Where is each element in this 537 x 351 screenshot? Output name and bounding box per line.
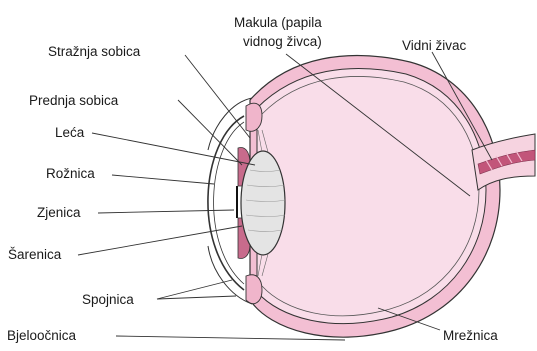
label-vidni-zivac: Vidni živac (402, 38, 467, 53)
label-roznica: Rožnica (46, 166, 95, 181)
lens (241, 151, 285, 255)
label-zjenica: Zjenica (37, 205, 81, 220)
label-bjeloocnica: Bjeloočnica (7, 328, 77, 343)
label-sarenica: Šarenica (8, 247, 62, 262)
pupil (236, 186, 238, 218)
label-mreznica: Mrežnica (443, 328, 498, 343)
leader-sarenica (78, 226, 242, 255)
label-leca: Leća (55, 125, 85, 140)
leader-leca (92, 133, 255, 165)
label-makula-line1: Makula (papila (234, 15, 322, 30)
label-prednja-sobica: Prednja sobica (29, 93, 119, 108)
leader-bjeloocnica (116, 336, 345, 340)
conjunctiva-upper (208, 98, 252, 150)
label-spojnica: Spojnica (82, 292, 134, 307)
leader-roznica (112, 175, 214, 184)
eyeball (250, 56, 500, 338)
label-makula-line2: vidnog živca) (243, 34, 322, 49)
ciliary-body-lower (246, 275, 262, 304)
label-straznja-sobica: Stražnja sobica (48, 44, 141, 59)
